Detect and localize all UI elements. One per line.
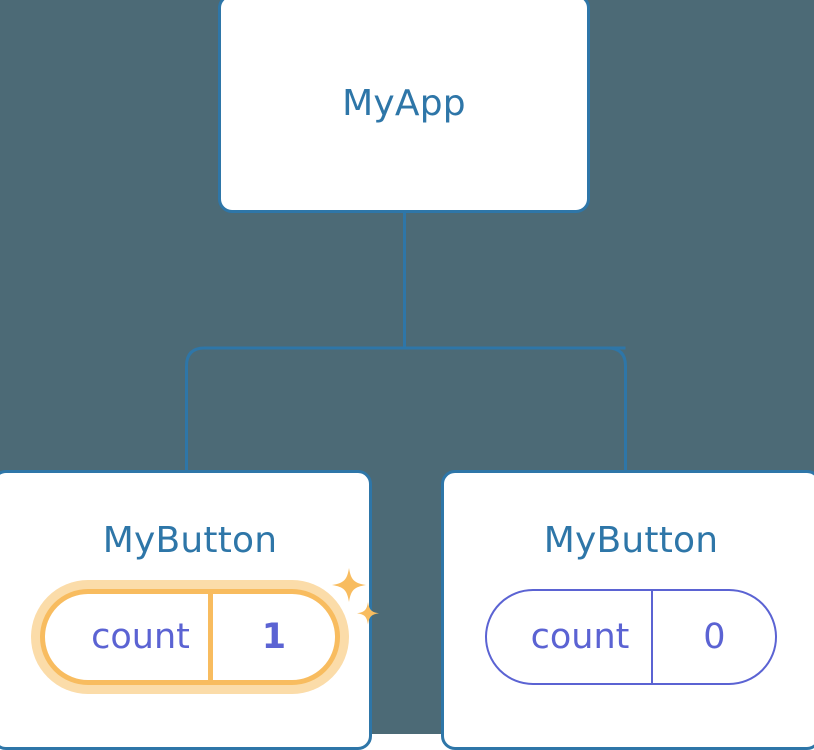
node-mybutton-right[interactable]: MyButton count 0 <box>441 470 814 750</box>
node-mybutton-left-title: MyButton <box>102 520 278 561</box>
node-myapp[interactable]: MyApp <box>218 0 590 213</box>
state-pill-count-updated[interactable]: count 1 <box>40 568 379 685</box>
node-mybutton-left[interactable]: MyButton count 1 <box>0 470 379 750</box>
connector-branch-left <box>185 346 628 470</box>
node-mybutton-right-content: MyButton count 0 <box>444 473 814 747</box>
state-value-label: 0 <box>651 591 775 683</box>
state-key-label: count <box>91 616 190 657</box>
state-value-label: 1 <box>207 594 335 680</box>
node-mybutton-right-title: MyButton <box>543 520 719 561</box>
connector-branch-right <box>204 346 627 470</box>
state-pill-count[interactable]: count 0 <box>484 589 778 685</box>
state-key-label: count <box>530 616 630 657</box>
node-mybutton-left-content: MyButton count 1 <box>0 473 379 747</box>
node-myapp-title: MyApp <box>342 83 466 124</box>
sparkle-icon <box>331 568 379 625</box>
